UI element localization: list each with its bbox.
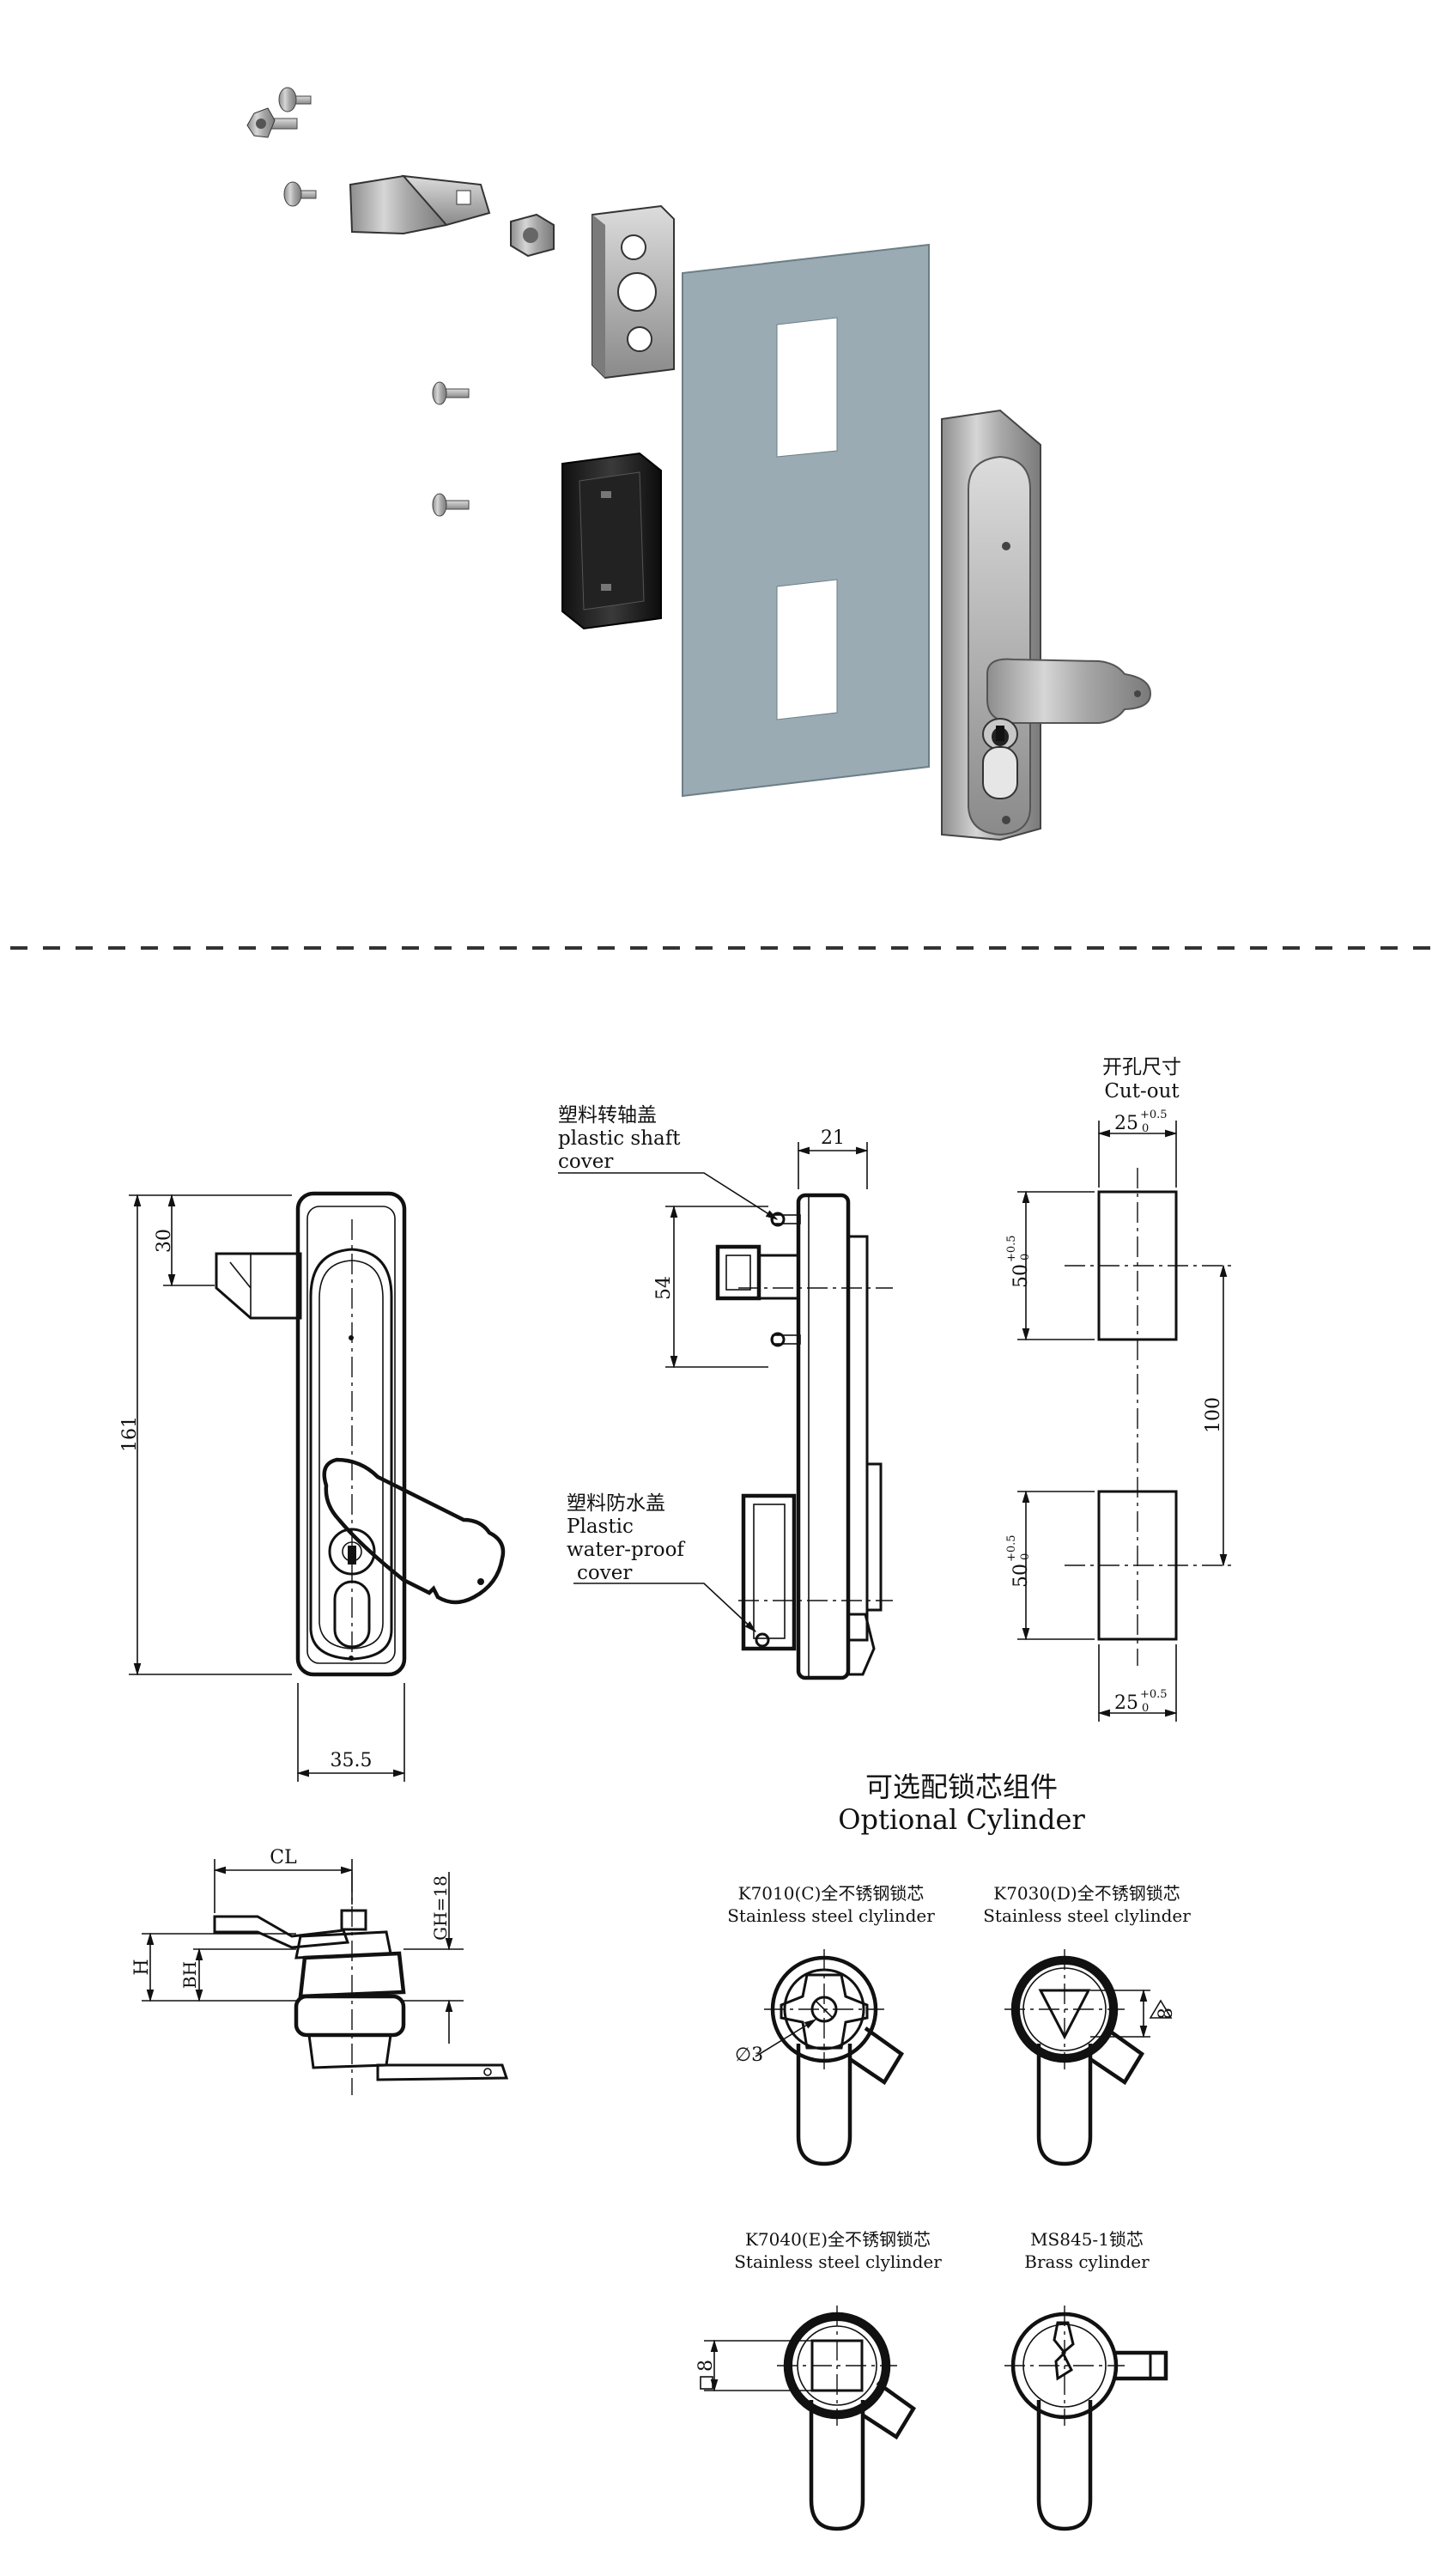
dim-spacing: 54 <box>653 1276 675 1300</box>
cutout-height-top: 50 <box>1010 1264 1032 1288</box>
exploded-view <box>246 87 1152 841</box>
cyl-d-dim: 8 <box>1156 2008 1177 2020</box>
square-nut <box>510 213 555 258</box>
cyl-b-desc: Brass cylinder <box>1024 2251 1150 2272</box>
cutout-height-tol-lo-top: 0 <box>1019 1254 1032 1261</box>
optional-title-cn: 可选配锁芯组件 <box>865 1771 1058 1803</box>
mounting-panel <box>682 243 930 798</box>
screw-1 <box>278 87 312 112</box>
cylinder-d: 8 <box>1004 1949 1177 2166</box>
cutout-height-bottom: 50 <box>1010 1564 1032 1588</box>
cutout-height-tol-up-bottom: +0.5 <box>1005 1534 1018 1562</box>
callout-water-cn: 塑料防水盖 <box>567 1492 665 1515</box>
cyl-b-code: MS845-1锁芯 <box>1030 2229 1144 2250</box>
dim-gh: GH=18 <box>430 1875 451 1941</box>
optional-cylinders: 可选配锁芯组件 Optional Cylinder K7010(C)全不锈钢锁芯… <box>695 1771 1191 2531</box>
cylinder-c: ∅3 <box>735 1949 905 2166</box>
waterproof-cover <box>561 452 662 630</box>
cyl-c-dim: ∅3 <box>735 2044 763 2066</box>
front-view: 161 30 35.5 <box>119 1191 506 1782</box>
cyl-e-dim: 8 <box>695 2360 717 2372</box>
cylinder-e: 8 <box>695 2306 917 2531</box>
callout-water-en-3: cover <box>577 1562 632 1584</box>
cutout-width-tol-up-top: +0.5 <box>1140 1109 1168 1121</box>
cyl-d-code: K7030(D)全不锈钢锁芯 <box>993 1883 1180 1904</box>
dim-top: 30 <box>154 1229 175 1253</box>
cutout-width-bottom: 25 <box>1114 1692 1138 1714</box>
screw-4 <box>432 493 470 517</box>
cutout-title-en: Cut-out <box>1104 1080 1180 1103</box>
cyl-d-desc: Stainless steel clylinder <box>983 1905 1191 1926</box>
cyl-c-desc: Stainless steel clylinder <box>727 1905 935 1926</box>
lock-handle-assembly <box>941 409 1152 841</box>
cylinder-brass <box>1004 2306 1168 2531</box>
dim-width: 35.5 <box>331 1750 373 1771</box>
dim-h: H <box>131 1959 153 1975</box>
cutout-height-tol-lo-bottom: 0 <box>1019 1553 1032 1560</box>
side-view: 21 54 塑料转轴盖 plastic shaft cover 塑料防水盖 Pl… <box>558 1104 893 1680</box>
callout-water-en-2: water-proof <box>567 1539 685 1561</box>
dim-height: 161 <box>119 1416 141 1452</box>
cyl-c-code: K7010(C)全不锈钢锁芯 <box>738 1883 925 1904</box>
callout-shaft-en-1: plastic shaft <box>558 1127 681 1150</box>
callout-shaft-en-2: cover <box>558 1151 613 1173</box>
dim-cl: CL <box>270 1847 297 1868</box>
screw-2 <box>283 181 317 207</box>
dim-depth: 21 <box>821 1127 845 1149</box>
cutout-pitch: 100 <box>1203 1397 1224 1433</box>
screw-3 <box>432 381 470 405</box>
optional-title-en: Optional Cylinder <box>838 1803 1085 1836</box>
cyl-e-code: K7040(E)全不锈钢锁芯 <box>745 2229 931 2250</box>
cutout-width-tol-up-bottom: +0.5 <box>1140 1688 1168 1701</box>
cutout-width-top: 25 <box>1114 1113 1138 1134</box>
callout-shaft-cn: 塑料转轴盖 <box>558 1104 657 1127</box>
cutout-title-cn: 开孔尺寸 <box>1102 1056 1181 1078</box>
cutout-width-tol-lo-top: 0 <box>1142 1122 1149 1135</box>
nut-1 <box>246 107 298 138</box>
dim-bh: BH <box>179 1961 200 1989</box>
cyl-e-desc: Stainless steel clylinder <box>734 2251 942 2272</box>
shaft-cover-block <box>592 204 675 380</box>
cam-bar <box>349 174 491 235</box>
cutout-height-tol-up-top: +0.5 <box>1005 1235 1018 1262</box>
section-view: CL H BH GH=18 <box>131 1847 509 2095</box>
cutout-width-tol-lo-bottom: 0 <box>1142 1702 1149 1715</box>
cutout-view: 开孔尺寸 Cut-out 25 +0.5 0 25 +0.5 0 50 +0.5… <box>1005 1056 1236 1722</box>
callout-water-en-1: Plastic <box>567 1516 634 1538</box>
